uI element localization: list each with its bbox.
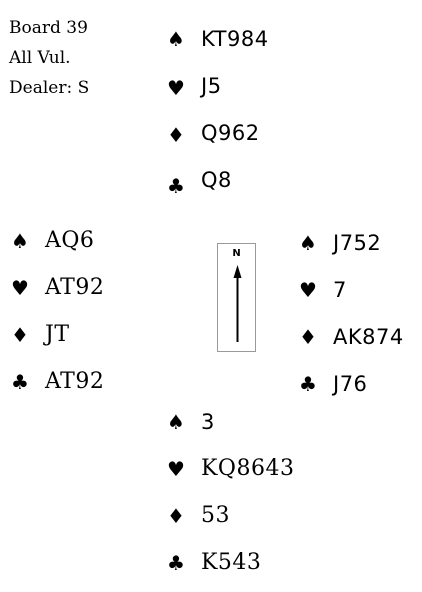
heart-icon: ♥ bbox=[167, 457, 185, 481]
board-info: Board 39 All Vul. Dealer: S bbox=[9, 13, 89, 103]
diamond-icon: ♦ bbox=[167, 504, 185, 528]
compass-box: N bbox=[217, 243, 256, 352]
heart-icon: ♥ bbox=[299, 278, 317, 302]
north-diamonds-cards: Q962 bbox=[201, 121, 260, 145]
board-number: Board 39 bbox=[9, 18, 88, 38]
club-icon: ♣ bbox=[299, 372, 317, 396]
spade-icon: ♠ bbox=[299, 231, 317, 255]
west-clubs-cards: AT92 bbox=[45, 369, 105, 394]
north-clubs-cards: Q8 bbox=[201, 168, 232, 192]
vulnerability: All Vul. bbox=[9, 48, 71, 68]
club-icon: ♣ bbox=[167, 174, 185, 198]
south-diamonds-cards: 53 bbox=[201, 503, 230, 528]
east-diamonds-cards: AK874 bbox=[333, 325, 404, 349]
east-clubs-cards: J76 bbox=[333, 372, 368, 396]
spade-icon: ♠ bbox=[167, 27, 185, 51]
north-hearts-cards: J5 bbox=[201, 74, 222, 98]
spade-icon: ♠ bbox=[11, 229, 29, 253]
diamond-icon: ♦ bbox=[11, 323, 29, 347]
north-arrow-icon bbox=[233, 265, 242, 342]
diamond-icon: ♦ bbox=[167, 123, 185, 147]
west-diamonds-cards: JT bbox=[45, 322, 70, 347]
club-icon: ♣ bbox=[11, 370, 29, 394]
compass-north-label: N bbox=[232, 248, 241, 259]
west-spades-cards: AQ6 bbox=[45, 228, 95, 253]
heart-icon: ♥ bbox=[11, 276, 29, 300]
spade-icon: ♠ bbox=[167, 410, 185, 434]
east-spades-cards: J752 bbox=[333, 231, 382, 255]
east-hearts-cards: 7 bbox=[333, 278, 347, 302]
south-clubs-cards: K543 bbox=[201, 550, 262, 575]
west-hearts-cards: AT92 bbox=[45, 275, 105, 300]
heart-icon: ♥ bbox=[167, 76, 185, 100]
club-icon: ♣ bbox=[167, 551, 185, 575]
south-hearts-cards: KQ8643 bbox=[201, 456, 295, 481]
south-spades-cards: 3 bbox=[201, 410, 215, 434]
diamond-icon: ♦ bbox=[299, 325, 317, 349]
dealer: Dealer: S bbox=[9, 78, 90, 98]
north-spades-cards: KT984 bbox=[201, 27, 269, 51]
